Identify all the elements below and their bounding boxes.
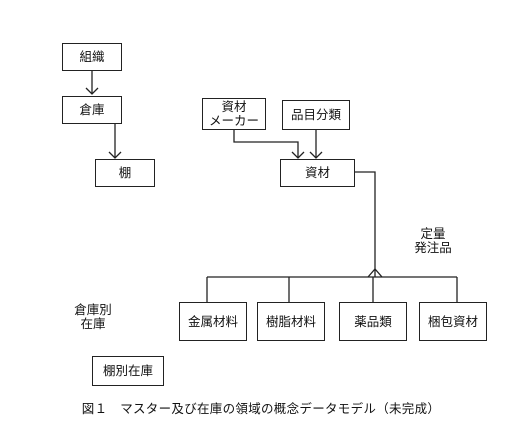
- entity-shizai-maker: 資材 メーカー: [202, 98, 266, 130]
- entity-yakuhin-rui-label: 薬品類: [354, 313, 392, 329]
- arrow-soshiki-souko: [85, 87, 99, 95]
- entity-tana-betsu-zaiko: 棚別在庫: [92, 356, 164, 386]
- entity-kinzoku-zairyou: 金属材料: [179, 302, 247, 341]
- entity-teiryou-hacchuuhin-label: 定量 発注品: [414, 226, 452, 255]
- entity-hinmoku-bunrui-label: 品目分類: [290, 107, 341, 122]
- entity-souko-label: 倉庫: [79, 102, 105, 117]
- entity-konpou-shizai-label: 梱包資材: [427, 313, 478, 329]
- arrow-souko-tana: [108, 151, 122, 159]
- arrow-bunrui-shizai: [309, 151, 323, 159]
- entity-souko: 倉庫: [62, 96, 122, 124]
- entity-jushi-zairyou: 樹脂材料: [257, 302, 325, 341]
- entity-tana-label: 棚: [118, 165, 132, 180]
- entity-soshiki-label: 組織: [79, 49, 105, 64]
- entity-jushi-zairyou-label: 樹脂材料: [265, 313, 316, 329]
- entity-shizai: 資材: [280, 159, 355, 187]
- rel-shizai-subtypes: [355, 171, 376, 277]
- entity-kinzoku-zairyou-label: 金属材料: [187, 313, 238, 329]
- entity-souko-betsu-zaiko-label: 倉庫別 在庫: [74, 302, 112, 331]
- entity-tana: 棚: [95, 159, 155, 187]
- entity-souko-betsu-zaiko: 倉庫別 在庫: [65, 289, 121, 331]
- rel-maker-shizai: [233, 130, 299, 158]
- entity-hinmoku-bunrui: 品目分類: [282, 100, 350, 130]
- crowfoot-subtypes: [367, 268, 383, 278]
- figure-caption: 図１ マスター及び在庫の領域の概念データモデル（未完成）: [81, 401, 441, 416]
- entity-teiryou-hacchuuhin: 定量 発注品: [405, 213, 461, 255]
- entity-tana-betsu-zaiko-label: 棚別在庫: [102, 363, 153, 378]
- entity-shizai-label: 資材: [304, 165, 330, 180]
- entity-soshiki: 組織: [62, 43, 122, 71]
- entity-yakuhin-rui: 薬品類: [339, 302, 407, 341]
- entity-shizai-maker-label: 資材 メーカー: [208, 99, 259, 128]
- entity-konpou-shizai: 梱包資材: [419, 302, 487, 341]
- arrow-maker-shizai: [291, 151, 305, 159]
